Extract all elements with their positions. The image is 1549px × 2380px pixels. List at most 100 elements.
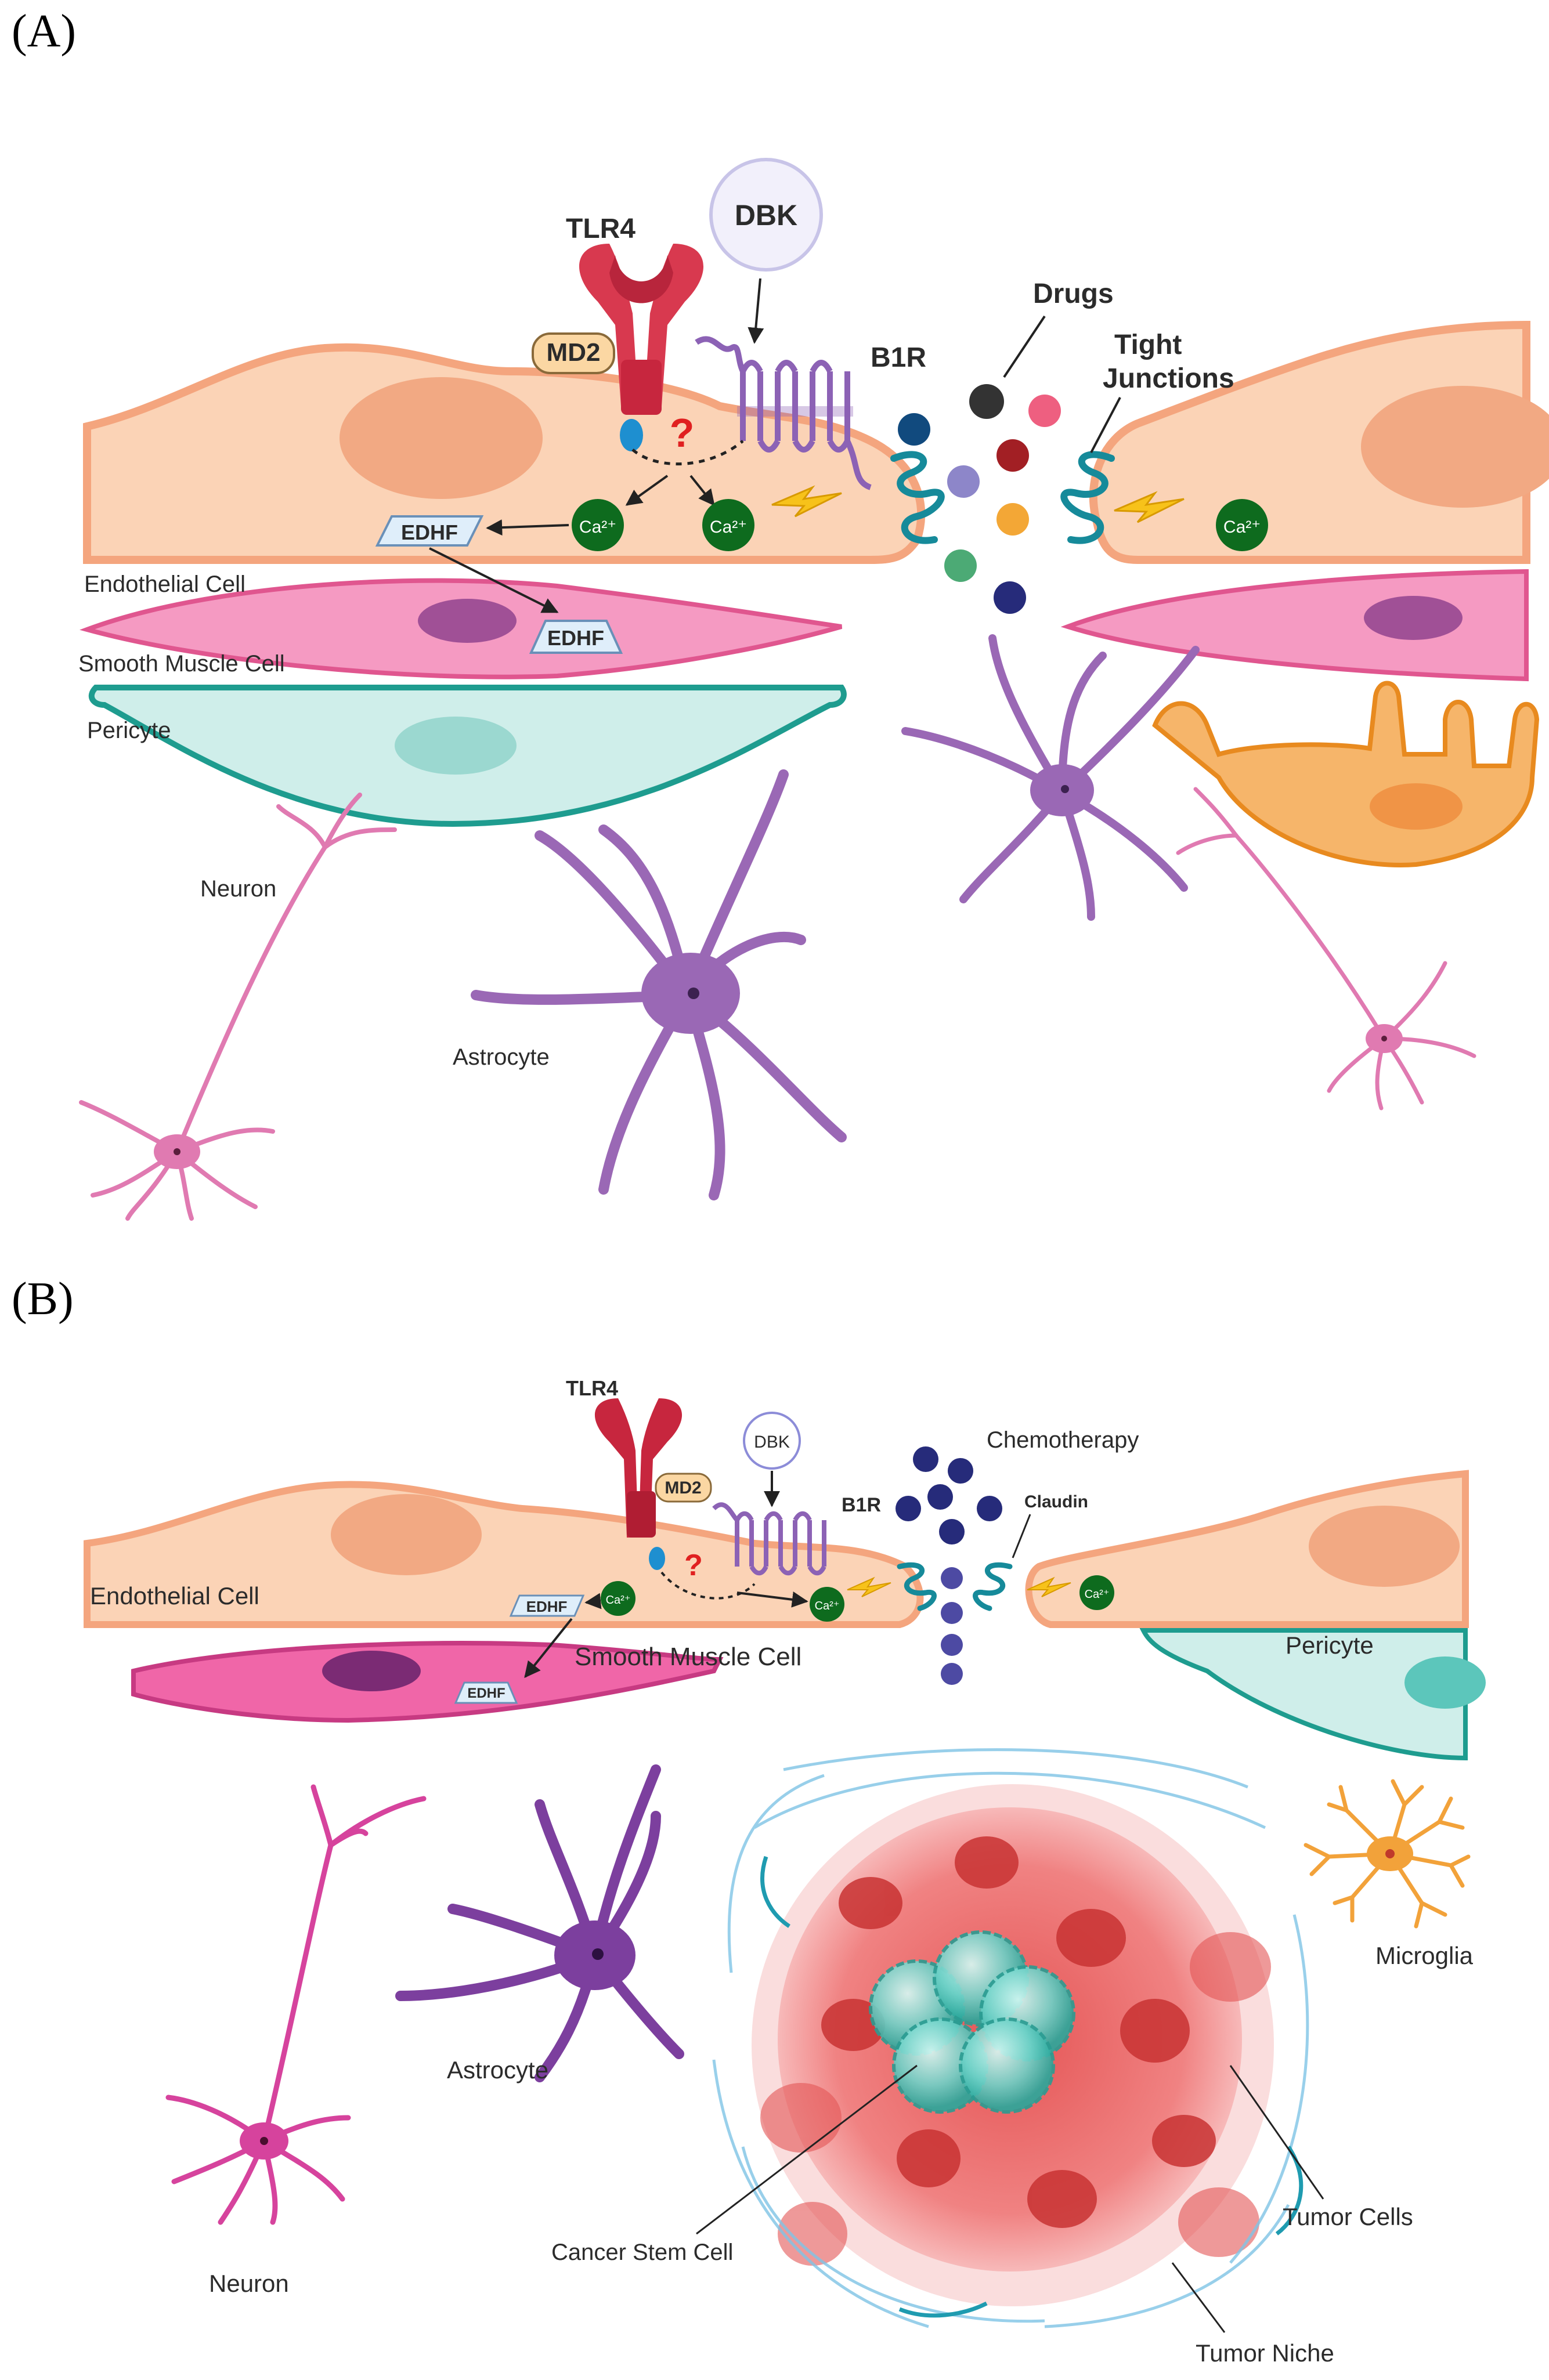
panel-b-tag: (B) [12,1274,74,1325]
tumor-cell-1-b [839,1877,902,1929]
microglia-b [1304,1779,1471,1929]
arrow-to-edhf-a [486,519,569,536]
drug-particle-4-a [996,439,1029,472]
arrow-edhf-to-smc-b [524,1618,573,1679]
ca-ion-1-b [601,1581,636,1616]
astrocyte-nucleus-right-a [1061,785,1069,793]
neuron-label-a: Neuron [200,876,276,902]
drugs-label-a: Drugs [1033,278,1114,309]
ca-label-3-a: Ca²⁺ [1223,518,1261,537]
junctions-label-a: Junctions [1103,363,1234,394]
dashed-link-b [660,1571,756,1600]
smooth-muscle-nucleus-b [322,1651,421,1691]
cancer-stem-cells-b [869,1930,1075,2114]
tight-label-a: Tight [1114,330,1182,360]
tumor-niche-fibers-b [712,1748,1309,2328]
tumor-cell-10-b [1190,1932,1271,2002]
neuron-left-a [79,793,397,1221]
md2-label-b: MD2 [665,1478,701,1498]
microglia-nucleus-b [1385,1849,1395,1858]
tlr4-label-a: TLR4 [566,214,636,244]
pericyte-label-b: Pericyte [1286,1632,1374,1659]
smooth-muscle-label-a: Smooth Muscle Cell [78,651,285,677]
tumor-cell-5-b [897,2129,961,2187]
edhf-box-2-b [454,1681,518,1704]
chemo-particle-7-b [941,1567,963,1589]
question-mark-b: ? [684,1549,703,1582]
arrow-to-edhf-b [584,1593,602,1609]
lightning-bolt-1-a [771,485,842,518]
astrocyte-label-b: Astrocyte [447,2056,548,2084]
tight-junctions-a [890,451,1115,544]
tlr4-receptor-b [594,1398,683,1570]
chemo-particles-b [896,1446,1002,1545]
edhf-box-1-b [509,1594,585,1617]
edhf-box-2-a [529,620,623,654]
ca-ion-3-b [1079,1575,1114,1610]
drug-particle-7-a [944,549,977,582]
tlr4-receptor-a [579,244,704,451]
neuron-b [165,1784,427,2225]
claudin-label-b: Claudin [1024,1492,1088,1511]
smooth-muscle-nucleus-a [418,599,517,643]
pericyte-b [1139,1628,1468,1761]
tumor-cell-8-b [955,1836,1019,1889]
tumor-niche-label-b: Tumor Niche [1196,2339,1334,2367]
drug-particles-a [898,384,1061,614]
neuron-nucleus-right-a [1381,1036,1387,1041]
dbk-label-b: DBK [754,1433,790,1452]
tumor-cell-12-b [778,2202,847,2266]
tight-junctions-b [897,1562,1013,1611]
microglia-label-b: Microglia [1375,1942,1474,1969]
b1r-label-a: B1R [871,342,926,373]
nucleus-left-b [331,1494,482,1575]
nucleus-right-a [1361,386,1549,508]
tumor-cell-11-b [1178,2187,1259,2257]
ca-label-1-b: Ca²⁺ [606,1594,631,1607]
astrocyte-nucleus-a [688,988,699,999]
panel-b: (B) Pericyte MD2 TLR4 DBK [12,1274,1486,2367]
endothelial-label-b: Endothelial Cell [90,1582,259,1609]
neuron-label-b: Neuron [209,2270,289,2297]
stem-cell-5-b [959,2017,1055,2114]
ca-ion-3-a [1216,499,1268,551]
b1r-label-b: B1R [842,1494,881,1516]
endothelial-label-a: Endothelial Cell [84,572,245,597]
arrow-to-ca-left-a [625,475,669,506]
pericyte-nucleus-b [1404,1656,1486,1709]
tir-domain-b [649,1547,665,1570]
arrow-to-ca-right-a [689,475,715,507]
chemotherapy-label-b: Chemotherapy [987,1427,1139,1453]
chemo-particle-6-b [939,1519,965,1545]
microglia-nucleus-a [1370,783,1463,830]
drug-particle-5-a [947,465,980,498]
question-mark-a: ? [670,410,695,455]
nucleus-left-a [340,377,543,499]
ca-label-1-a: Ca²⁺ [579,518,616,537]
lightning-bolt-2-b [1027,1576,1071,1597]
drug-particle-6-a [996,503,1029,536]
cancer-stem-cell-label-b: Cancer Stem Cell [551,2240,733,2265]
claudin-pointer-b [1012,1514,1031,1558]
dbk-arrow-a [748,278,764,344]
chemo-particle-1-b [913,1446,938,1472]
b1r-membrane-band-a [737,406,853,417]
chemo-particle-2-b [948,1458,973,1484]
dbk-bubble-a [709,158,823,272]
ca-label-3-b: Ca²⁺ [1085,1588,1110,1601]
ca-ion-1-a [572,499,624,551]
pericyte-label-a: Pericyte [87,718,171,743]
chemo-particle-8-b [941,1602,963,1624]
astrocyte-label-a: Astrocyte [453,1044,550,1070]
tumor-cells-soft-b [760,1932,1271,2266]
panel-a-tag: (A) [12,6,76,57]
dbk-label-a: DBK [735,199,797,232]
chemo-particles-descending-b [941,1567,963,1685]
tumor-cells-label-b: Tumor Cells [1283,2203,1413,2230]
b1r-receptor-b [712,1502,826,1576]
astrocyte-nucleus-b [592,1948,604,1960]
astrocyte-b [395,1764,684,2082]
ca-ion-2-b [810,1587,844,1622]
tumor-cell-2-b [1056,1909,1126,1967]
tlr4-label-b: TLR4 [566,1376,618,1400]
